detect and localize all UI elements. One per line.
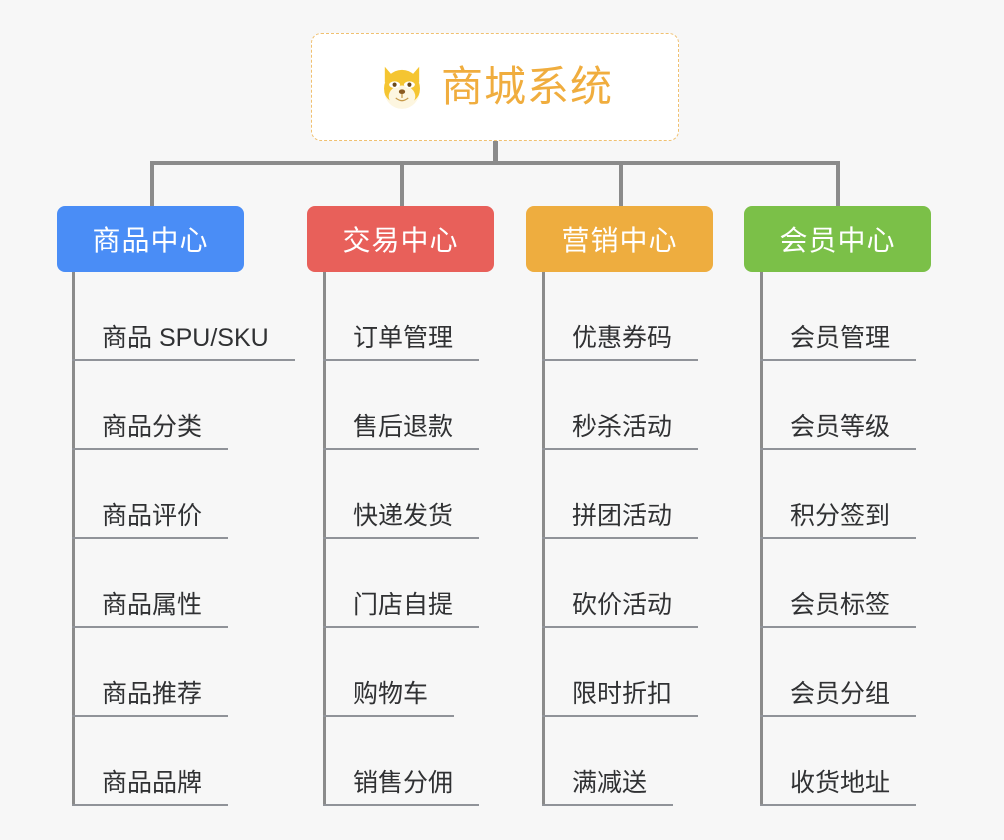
column-rail <box>72 272 75 806</box>
list-item[interactable]: 限时折扣 <box>542 628 699 717</box>
item-underline <box>542 715 699 717</box>
connector-drop-2 <box>400 161 404 208</box>
item-underline <box>323 804 480 806</box>
column-rail <box>542 272 545 806</box>
item-underline <box>323 626 480 628</box>
category-header-label: 商品中心 <box>92 225 209 256</box>
list-item[interactable]: 商品分类 <box>72 361 269 450</box>
list-item[interactable]: 购物车 <box>323 628 455 717</box>
item-underline <box>72 359 295 361</box>
list-item[interactable]: 砍价活动 <box>542 539 699 628</box>
list-item[interactable]: 商品 SPU/SKU <box>72 272 295 361</box>
list-item[interactable]: 收货地址 <box>760 717 917 806</box>
item-underline <box>542 537 699 539</box>
list-item[interactable]: 销售分佣 <box>323 717 480 806</box>
list-item[interactable]: 拼团活动 <box>542 450 699 539</box>
list-item[interactable]: 快递发货 <box>323 450 480 539</box>
list-item[interactable]: 积分签到 <box>760 450 917 539</box>
category-header-label: 会员中心 <box>779 225 896 256</box>
list-item[interactable]: 商品属性 <box>72 539 269 628</box>
item-underline <box>72 537 229 539</box>
column-rail <box>760 272 763 806</box>
item-underline <box>72 715 229 717</box>
category-header-label: 交易中心 <box>342 225 459 256</box>
item-underline <box>72 804 229 806</box>
list-item[interactable]: 会员等级 <box>760 361 917 450</box>
item-underline <box>72 448 229 450</box>
category-header-member-center[interactable]: 会员中心 <box>744 206 931 272</box>
item-underline <box>542 359 699 361</box>
item-underline <box>760 715 917 717</box>
item-underline <box>542 448 699 450</box>
item-underline <box>323 359 480 361</box>
root-node[interactable]: 商城系统 <box>311 33 679 141</box>
root-node-label: 商城系统 <box>440 63 613 110</box>
item-underline <box>323 448 480 450</box>
list-item[interactable]: 会员管理 <box>760 272 917 361</box>
item-column-trade-center: 订单管理 售后退款 快递发货 门店自提 购物车 销售分佣 <box>323 272 480 806</box>
list-item[interactable]: 商品品牌 <box>72 717 269 806</box>
connector-drop-4 <box>836 161 840 208</box>
category-header-trade-center[interactable]: 交易中心 <box>307 206 494 272</box>
item-column-member-center: 会员管理 会员等级 积分签到 会员标签 会员分组 收货地址 <box>760 272 917 806</box>
list-item[interactable]: 秒杀活动 <box>542 361 699 450</box>
connector-bus <box>150 161 840 165</box>
connector-drop-1 <box>150 161 154 208</box>
connector-root-stem <box>493 141 498 165</box>
item-column-marketing-center: 优惠券码 秒杀活动 拼团活动 砍价活动 限时折扣 满减送 <box>542 272 699 806</box>
list-item[interactable]: 优惠券码 <box>542 272 699 361</box>
list-item[interactable]: 商品评价 <box>72 450 269 539</box>
list-item[interactable]: 商品推荐 <box>72 628 269 717</box>
list-item[interactable]: 门店自提 <box>323 539 480 628</box>
item-underline <box>542 804 674 806</box>
list-item[interactable]: 订单管理 <box>323 272 480 361</box>
list-item[interactable]: 会员标签 <box>760 539 917 628</box>
item-underline <box>760 537 917 539</box>
connector-drop-3 <box>619 161 623 208</box>
item-underline <box>760 359 917 361</box>
item-underline <box>542 626 699 628</box>
item-underline <box>760 804 917 806</box>
category-header-product-center[interactable]: 商品中心 <box>57 206 244 272</box>
category-header-marketing-center[interactable]: 营销中心 <box>526 206 713 272</box>
item-underline <box>760 448 917 450</box>
list-item[interactable]: 售后退款 <box>323 361 480 450</box>
item-underline <box>760 626 917 628</box>
column-rail <box>323 272 326 806</box>
item-underline <box>323 715 455 717</box>
item-column-product-center: 商品 SPU/SKU 商品分类 商品评价 商品属性 商品推荐 商品品牌 <box>72 272 295 806</box>
category-header-label: 营销中心 <box>561 225 678 256</box>
item-underline <box>323 537 480 539</box>
item-underline <box>72 626 229 628</box>
list-item[interactable]: 会员分组 <box>760 628 917 717</box>
shiba-inu-icon <box>384 66 420 109</box>
list-item[interactable]: 满减送 <box>542 717 674 806</box>
